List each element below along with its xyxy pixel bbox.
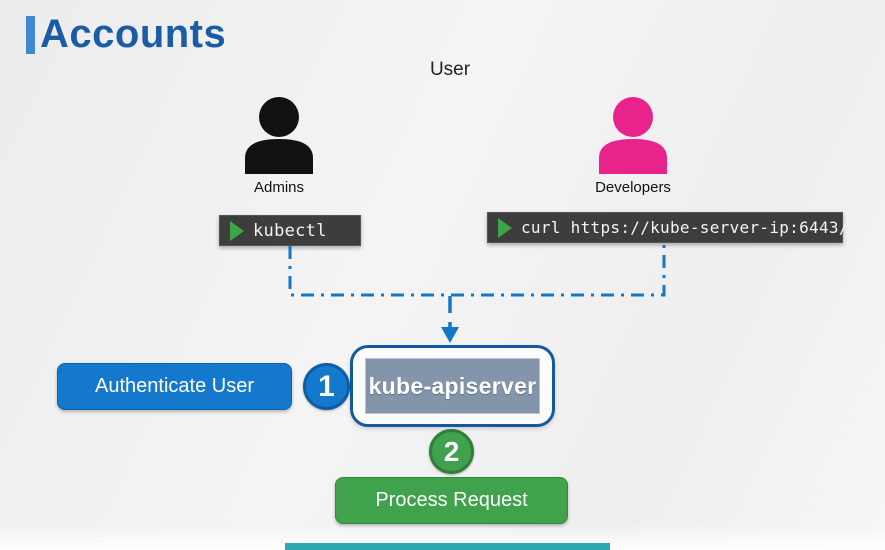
actor-admins-label: Admins [253, 179, 305, 196]
bottom-accent-bar [285, 543, 610, 550]
actor-developers-label: Developers [595, 179, 671, 196]
terminal-prompt-icon [498, 217, 512, 238]
step-2-number: 2 [443, 435, 460, 467]
terminal-curl: curl https://kube-server-ip:6443/ [487, 212, 848, 243]
kube-apiserver-inner-box: kube-apiserver [365, 358, 540, 414]
step-2-badge: 2 [429, 429, 474, 474]
actor-developers: Developers [577, 96, 689, 196]
terminal-kubectl: kubectl [219, 215, 361, 246]
title-accent-bar [26, 16, 35, 54]
command-text: curl https://kube-server-ip:6443/ [521, 218, 849, 237]
terminal-prompt-icon [230, 220, 244, 241]
user-group-label: User [429, 59, 471, 80]
page-title: Accounts [40, 12, 227, 56]
slide-title: Accounts [26, 14, 226, 54]
authenticate-user-box: Authenticate User [57, 363, 292, 410]
process-request-box: Process Request [335, 477, 568, 524]
command-text: kubectl [253, 220, 327, 241]
arrow-down-icon [441, 327, 459, 343]
actor-admins: Admins [223, 96, 335, 196]
process-request-label: Process Request [375, 489, 528, 511]
authenticate-user-label: Authenticate User [95, 375, 254, 397]
person-icon [245, 97, 313, 174]
kube-apiserver-label: kube-apiserver [368, 372, 537, 399]
step-1-badge: 1 [303, 363, 350, 410]
kube-apiserver-node: kube-apiserver [350, 345, 555, 427]
person-icon [599, 97, 667, 174]
step-1-number: 1 [318, 369, 335, 403]
